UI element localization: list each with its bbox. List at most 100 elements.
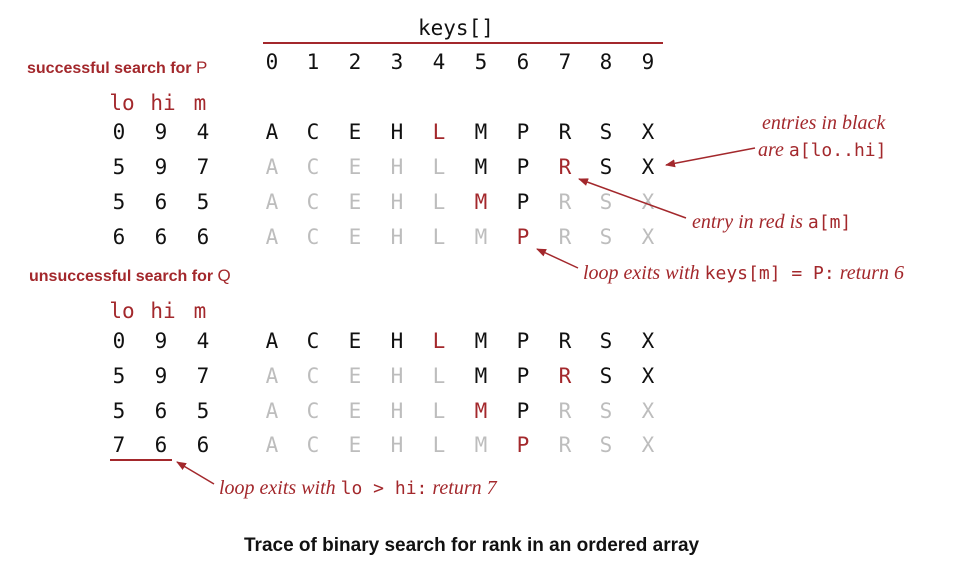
array-entry: M <box>474 155 488 179</box>
lo-value: 6 <box>112 225 126 249</box>
lo-value: 5 <box>112 364 126 388</box>
array-entry: A <box>265 120 279 144</box>
fail-header-m: m <box>193 299 207 323</box>
array-entry: L <box>432 190 446 214</box>
array-entry: L <box>432 399 446 423</box>
array-entry: A <box>265 190 279 214</box>
lo-value: 5 <box>112 399 126 423</box>
hi-value: 9 <box>154 364 168 388</box>
annotation-black-line2: are a[lo..hi] <box>758 139 887 161</box>
annotation-red: entry in red is a[m] <box>692 211 852 233</box>
index-5: 5 <box>474 50 488 74</box>
array-entry: X <box>641 399 655 423</box>
array-entry: X <box>641 433 655 457</box>
array-entry: A <box>265 433 279 457</box>
array-entry: R <box>558 433 572 457</box>
annotation-exit-found: loop exits with keys[m] = P: return 6 <box>583 262 904 284</box>
array-entry: X <box>641 155 655 179</box>
hi-value: 6 <box>154 399 168 423</box>
hi-value: 9 <box>154 329 168 353</box>
array-entry: M <box>474 190 488 214</box>
index-9: 9 <box>641 50 655 74</box>
array-entry: E <box>348 399 362 423</box>
array-entry: L <box>432 364 446 388</box>
array-entry: C <box>306 225 320 249</box>
array-entry: P <box>516 120 530 144</box>
section-label-successful: successful search for P <box>27 58 208 77</box>
hi-value: 9 <box>154 155 168 179</box>
array-entry: S <box>599 120 613 144</box>
index-1: 1 <box>306 50 320 74</box>
array-entry: C <box>306 399 320 423</box>
array-entry: A <box>265 155 279 179</box>
array-entry: S <box>599 433 613 457</box>
index-2: 2 <box>348 50 362 74</box>
array-entry: R <box>558 329 572 353</box>
index-7: 7 <box>558 50 572 74</box>
hi-value: 6 <box>154 433 168 457</box>
hi-value: 6 <box>154 190 168 214</box>
index-3: 3 <box>390 50 404 74</box>
array-entry: H <box>390 329 404 353</box>
fail-header-hi: hi <box>150 299 176 323</box>
array-entry: X <box>641 120 655 144</box>
array-entry: H <box>390 433 404 457</box>
array-entry: H <box>390 190 404 214</box>
array-entry: P <box>516 433 530 457</box>
array-entry: R <box>558 225 572 249</box>
array-entry: P <box>516 364 530 388</box>
m-value: 7 <box>196 364 210 388</box>
array-entry: M <box>474 399 488 423</box>
array-entry: C <box>306 120 320 144</box>
array-entry: P <box>516 155 530 179</box>
arrow-exit-found <box>536 248 579 269</box>
m-value: 4 <box>196 120 210 144</box>
array-entry: A <box>265 364 279 388</box>
array-entry: R <box>558 364 572 388</box>
index-8: 8 <box>599 50 613 74</box>
index-4: 4 <box>432 50 446 74</box>
array-entry: R <box>558 399 572 423</box>
array-entry: E <box>348 155 362 179</box>
array-entry: A <box>265 329 279 353</box>
array-entry: R <box>558 190 572 214</box>
array-entry: M <box>474 120 488 144</box>
array-entry: E <box>348 120 362 144</box>
figure-caption: Trace of binary search for rank in an or… <box>244 535 700 556</box>
arrow-black-entries <box>665 147 756 168</box>
array-entry: M <box>474 433 488 457</box>
m-value: 5 <box>196 399 210 423</box>
lo-value: 5 <box>112 155 126 179</box>
array-entry: C <box>306 155 320 179</box>
array-entry: P <box>516 329 530 353</box>
array-entry: L <box>432 433 446 457</box>
lo-value: 7 <box>112 433 126 457</box>
array-entry: X <box>641 225 655 249</box>
array-entry: C <box>306 364 320 388</box>
array-entry: M <box>474 225 488 249</box>
m-value: 6 <box>196 225 210 249</box>
array-label-underline <box>263 42 663 44</box>
array-entry: L <box>432 155 446 179</box>
array-entry: R <box>558 155 572 179</box>
m-value: 4 <box>196 329 210 353</box>
lo-value: 0 <box>112 120 126 144</box>
annotation-exit-notfound: loop exits with lo > hi: return 7 <box>219 477 497 499</box>
lo-value: 5 <box>112 190 126 214</box>
array-entry: E <box>348 364 362 388</box>
array-entry: X <box>641 364 655 388</box>
array-entry: C <box>306 190 320 214</box>
array-label: keys[] <box>418 16 494 40</box>
hi-value: 9 <box>154 120 168 144</box>
hi-value: 6 <box>154 225 168 249</box>
array-entry: E <box>348 433 362 457</box>
index-6: 6 <box>516 50 530 74</box>
array-entry: L <box>432 329 446 353</box>
array-entry: S <box>599 364 613 388</box>
fail-header-lo: lo <box>109 299 135 323</box>
index-0: 0 <box>265 50 279 74</box>
m-value: 6 <box>196 433 210 457</box>
array-entry: L <box>432 120 446 144</box>
array-entry: X <box>641 190 655 214</box>
